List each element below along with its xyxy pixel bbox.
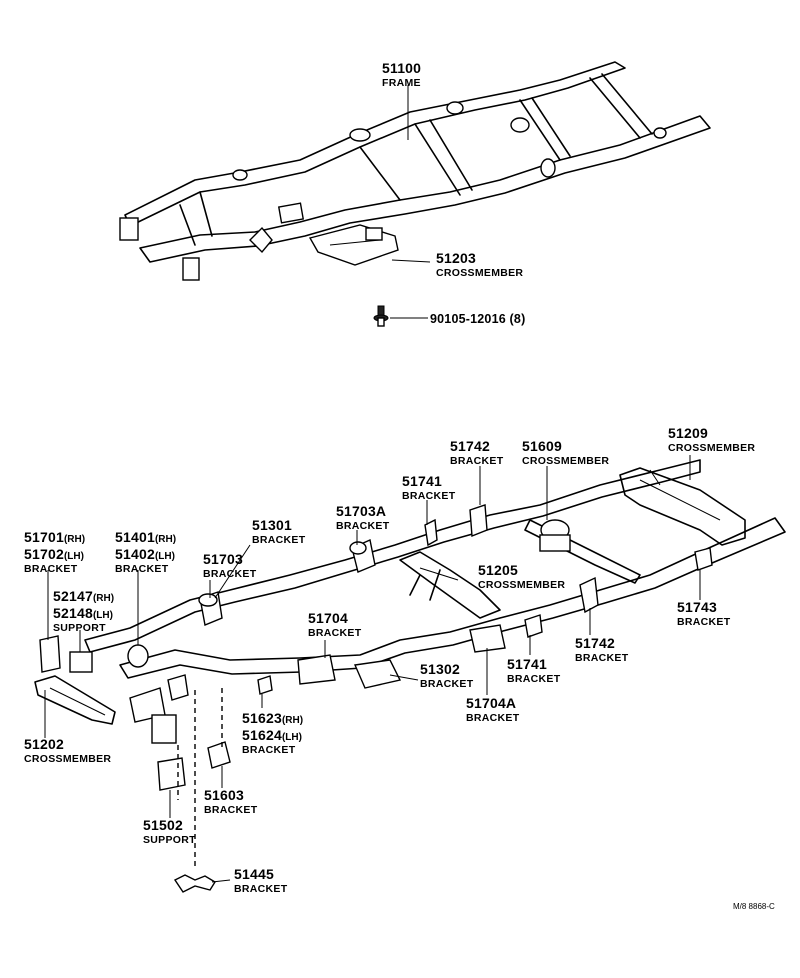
part-number: 51202: [24, 736, 64, 752]
callout-51743: 51743 BRACKET: [677, 600, 730, 628]
part-name: CROSSMEMBER: [668, 442, 756, 454]
callout-51703A: 51703A BRACKET: [336, 504, 389, 532]
part-name: CROSSMEMBER: [522, 455, 610, 467]
part-number: 51609: [522, 438, 562, 454]
callout-51205: 51205 CROSSMEMBER: [478, 563, 565, 591]
part-number: 51100: [382, 60, 422, 76]
part-name: BRACKET: [24, 563, 78, 575]
part-number: 51701: [24, 529, 64, 545]
callout-51209: 51209 CROSSMEMBER: [668, 426, 755, 454]
part-number: 51743: [677, 599, 717, 615]
part-name: BRACKET: [234, 883, 288, 895]
part-name: BRACKET: [420, 678, 474, 690]
callout-51445: 51445 BRACKET: [234, 867, 287, 895]
part-number: 51603: [204, 787, 244, 803]
callout-51704A: 51704A BRACKET: [466, 696, 519, 724]
part-number: 51704A: [466, 695, 517, 711]
part-number: 51704: [308, 610, 348, 626]
part-number: 51205: [478, 562, 518, 578]
exploded-frame-drawing: [34, 459, 786, 893]
part-number: 52147: [53, 588, 93, 604]
callout-51202: 51202 CROSSMEMBER: [24, 737, 111, 765]
callout-51742-top: 51742 BRACKET: [450, 439, 503, 467]
part-name: BRACKET: [115, 563, 169, 575]
callout-51741-top: 51741 BRACKET: [402, 474, 455, 502]
part-number: 52148: [53, 605, 93, 621]
drawing-code: M/8 8868-C: [733, 902, 775, 911]
part-number: 51742: [450, 438, 490, 454]
part-name: BRACKET: [575, 652, 629, 664]
part-number: 51623: [242, 710, 282, 726]
callout-51704: 51704 BRACKET: [308, 611, 361, 639]
part-name: FRAME: [382, 77, 421, 89]
side-suffix: (LH): [281, 732, 302, 743]
part-number: 51703: [203, 551, 243, 567]
callout-51603: 51603 BRACKET: [204, 788, 257, 816]
side-suffix: (RH): [63, 534, 86, 545]
part-number: 51624: [242, 727, 282, 743]
side-suffix: (LH): [92, 610, 113, 621]
part-name: BRACKET: [242, 744, 296, 756]
side-suffix: (RH): [92, 593, 115, 604]
part-name: BRACKET: [466, 712, 520, 724]
callout-51741-bottom: 51741 BRACKET: [507, 657, 560, 685]
callout-51301: 51301 BRACKET: [252, 518, 305, 546]
callout-51703: 51703 BRACKET: [203, 552, 256, 580]
part-name: BRACKET: [204, 804, 258, 816]
part-name: CROSSMEMBER: [478, 579, 566, 591]
part-name: SUPPORT: [143, 834, 196, 846]
part-number: 51702: [24, 546, 64, 562]
part-name: BRACKET: [402, 490, 456, 502]
leader-lines: [44, 455, 701, 883]
part-name: BRACKET: [203, 568, 257, 580]
part-name: BRACKET: [252, 534, 306, 546]
callout-51609: 51609 CROSSMEMBER: [522, 439, 609, 467]
part-number: 51741: [402, 473, 442, 489]
side-suffix: (LH): [63, 551, 84, 562]
part-name: SUPPORT: [53, 622, 106, 634]
part-number: 51502: [143, 817, 183, 833]
callout-90105: 90105-12016 (8): [430, 311, 525, 327]
part-number: 51203: [436, 250, 476, 266]
part-number: 51402: [115, 546, 155, 562]
part-number: 51302: [420, 661, 460, 677]
callout-51623-51624: 51623(RH) 51624(LH) BRACKET: [242, 711, 303, 756]
side-suffix: (LH): [154, 551, 175, 562]
part-number: 51301: [252, 517, 292, 533]
part-name: BRACKET: [308, 627, 362, 639]
part-number: 51703A: [336, 503, 387, 519]
callout-51203: 51203 CROSSMEMBER: [436, 251, 523, 279]
side-suffix: (RH): [154, 534, 177, 545]
part-number: 90105-12016 (8): [430, 312, 526, 326]
bolt-90105-drawing: [373, 305, 389, 327]
callout-51401-51402: 51401(RH) 51402(LH) BRACKET: [115, 530, 176, 575]
part-name: BRACKET: [336, 520, 390, 532]
side-suffix: (RH): [281, 715, 304, 726]
part-number: 51445: [234, 866, 274, 882]
callout-51100: 51100 FRAME: [382, 61, 421, 89]
part-name: CROSSMEMBER: [436, 267, 524, 279]
part-name: BRACKET: [450, 455, 504, 467]
callout-51302: 51302 BRACKET: [420, 662, 473, 690]
part-number: 51742: [575, 635, 615, 651]
leader-51203: [391, 259, 431, 263]
callout-52147-52148: 52147(RH) 52148(LH) SUPPORT: [53, 589, 114, 634]
callout-51701-51702: 51701(RH) 51702(LH) BRACKET: [24, 530, 85, 575]
part-number: 51401: [115, 529, 155, 545]
part-name: CROSSMEMBER: [24, 753, 112, 765]
part-name: BRACKET: [507, 673, 561, 685]
part-name: BRACKET: [677, 616, 731, 628]
callout-51502: 51502 SUPPORT: [143, 818, 196, 846]
frame-assembly-drawing: [119, 61, 711, 281]
part-number: 51209: [668, 425, 708, 441]
callout-51742-bottom: 51742 BRACKET: [575, 636, 628, 664]
part-number: 51741: [507, 656, 547, 672]
